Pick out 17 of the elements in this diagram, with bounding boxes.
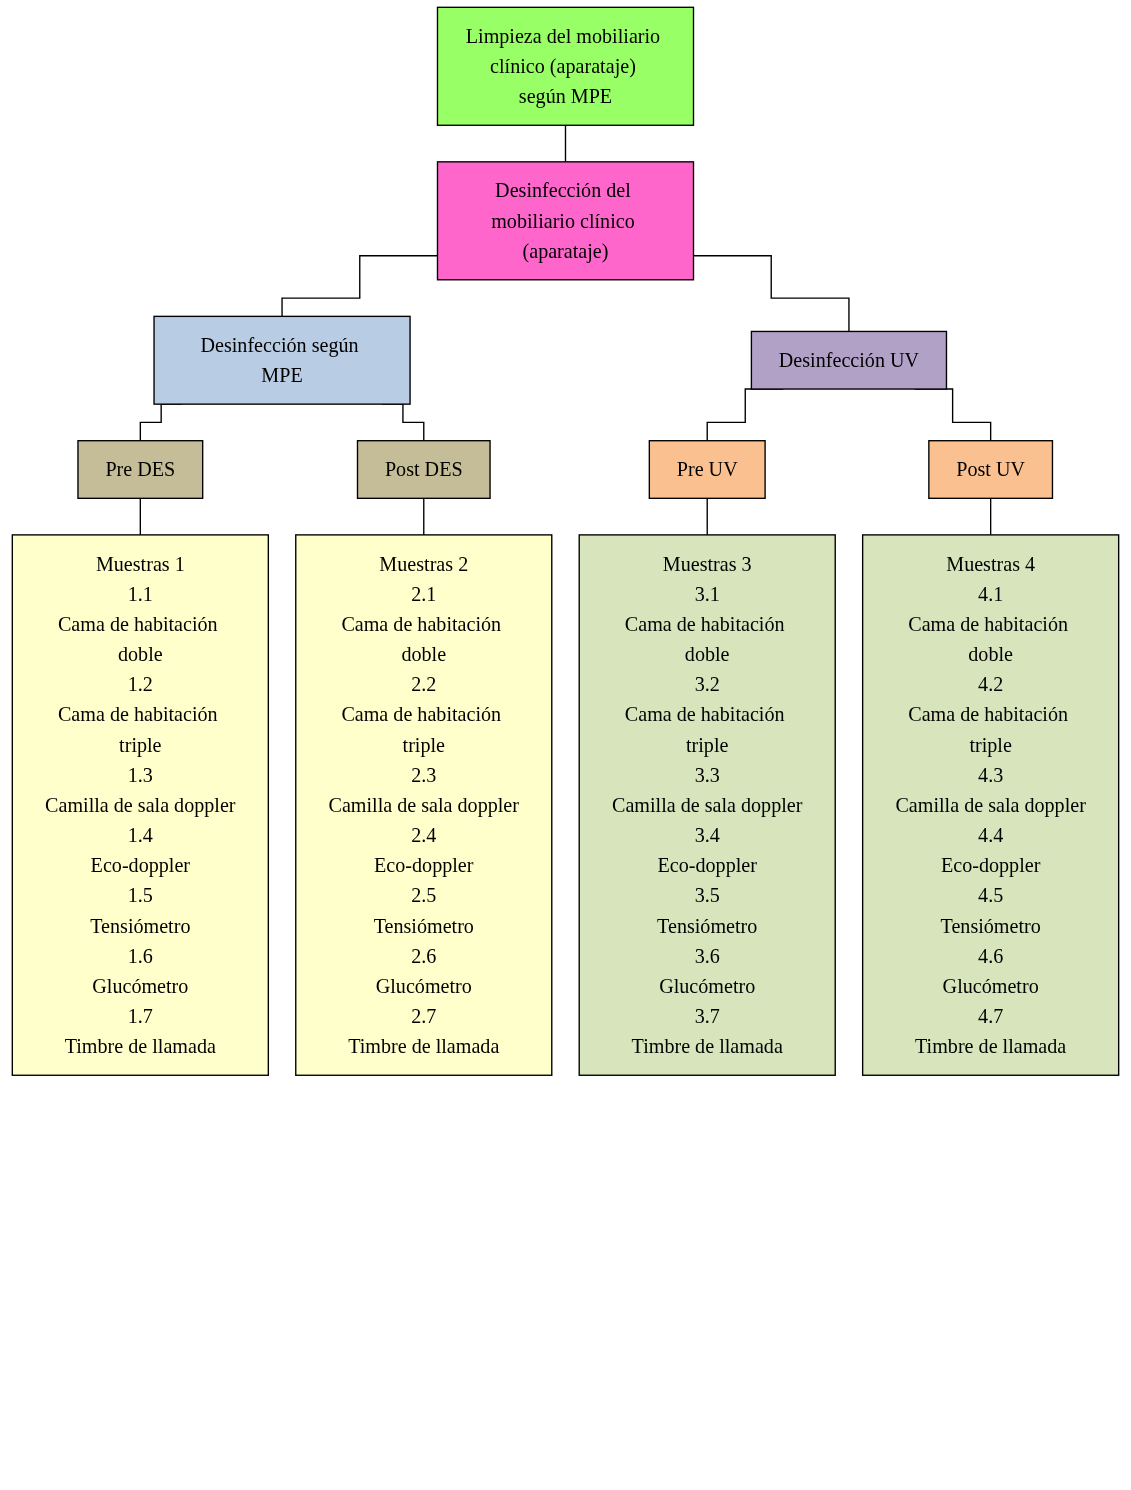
- node-box: Pre UV: [648, 440, 766, 499]
- connector: [564, 124, 567, 163]
- node-box: Pre DES: [77, 440, 204, 499]
- node-box: Desinfección del mobiliario clínico (aparataje): [436, 161, 695, 281]
- connector: [706, 497, 708, 536]
- node-box: Muestras 2 2.1 Cama de habitación doble 2.2 Cama de habitación triple 2.3 Camilla de sala doppler 2.4 Eco-doppler 2.5 Tensiómetro 2.6 Glucómetro 2.7 Timbre de llamada: [295, 534, 553, 1076]
- node-box: Muestras 3 3.1 Cama de habitación doble 3.2 Cama de habitación triple 3.3 Camilla de sala doppler 3.4 Eco-doppler 3.5 Tensiómetro 3.6 Glucómetro 3.7 Timbre de llamada: [578, 534, 836, 1076]
- node-box: Limpieza del mobiliario clínico (aparataje) según MPE: [436, 6, 695, 126]
- node-box: Post UV: [928, 440, 1054, 499]
- connector: [423, 497, 425, 536]
- node-box: Muestras 4 4.1 Cama de habitación doble 4.2 Cama de habitación triple 4.3 Camilla de sala doppler 4.4 Eco-doppler 4.5 Tensiómetro 4.6 Glucómetro 4.7 Timbre de llamada: [861, 534, 1120, 1076]
- connector: [989, 497, 992, 536]
- connector: [139, 497, 141, 536]
- node-box: Muestras 1 1.1 Cama de habitación doble 1.2 Cama de habitación triple 1.3 Camilla de sala doppler 1.4 Eco-doppler 1.5 Tensiómetro 1.6 Glucómetro 1.7 Timbre de llamada: [11, 534, 269, 1076]
- node-box: Post DES: [356, 440, 491, 499]
- node-box: Desinfección UV: [750, 330, 948, 390]
- node-box: Desinfección según MPE: [153, 315, 411, 405]
